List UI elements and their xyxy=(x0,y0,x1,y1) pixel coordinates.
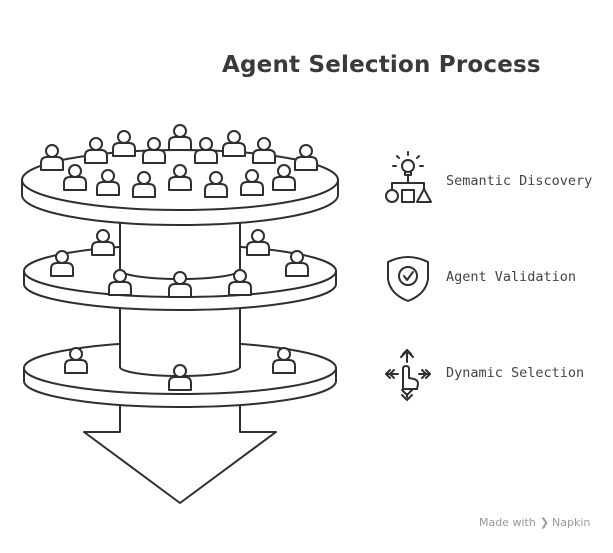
shield-check-icon xyxy=(387,256,429,302)
stage-label-agent-validation: Agent Validation xyxy=(446,269,577,285)
stage-label-dynamic-selection: Dynamic Selection xyxy=(446,365,585,381)
agent-figure xyxy=(168,124,192,151)
agent-figure xyxy=(168,364,192,391)
napkin-logo-icon: ❯ xyxy=(539,516,550,529)
agents-top-tier xyxy=(40,124,318,198)
agent-figure xyxy=(285,250,309,277)
agent-figure xyxy=(132,171,156,198)
agent-figure xyxy=(50,250,74,277)
agent-figure xyxy=(272,164,296,191)
stage-label-semantic-discovery: Semantic Discovery xyxy=(446,173,593,189)
agent-figure xyxy=(194,137,218,164)
agent-figure xyxy=(84,137,108,164)
pointer-arrows-icon xyxy=(385,349,431,401)
agents-middle-tier xyxy=(50,229,309,298)
agent-figure xyxy=(63,164,87,191)
watermark: Made with ❯ Napkin xyxy=(479,516,590,529)
agent-figure xyxy=(294,144,318,171)
agent-figure xyxy=(246,229,270,256)
agent-figure xyxy=(168,271,192,298)
watermark-brand: Napkin xyxy=(552,516,591,529)
down-arrow-icon xyxy=(83,394,277,504)
agent-figure xyxy=(64,347,88,374)
agent-figure xyxy=(96,169,120,196)
agent-figure xyxy=(222,130,246,157)
agent-figure xyxy=(112,130,136,157)
agent-figure xyxy=(272,347,296,374)
agent-figure xyxy=(108,269,132,296)
agent-figure xyxy=(91,229,115,256)
diagram-title: Agent Selection Process xyxy=(222,52,541,78)
watermark-prefix: Made with xyxy=(479,516,536,529)
agent-figure xyxy=(142,137,166,164)
agent-figure xyxy=(240,169,264,196)
idea-shapes-icon xyxy=(385,151,432,203)
agent-figure xyxy=(168,164,192,191)
agent-figure xyxy=(252,137,276,164)
agent-figure xyxy=(40,144,64,171)
agents-bottom-tier xyxy=(64,347,296,391)
agent-figure xyxy=(204,171,228,198)
agent-figure xyxy=(228,269,252,296)
